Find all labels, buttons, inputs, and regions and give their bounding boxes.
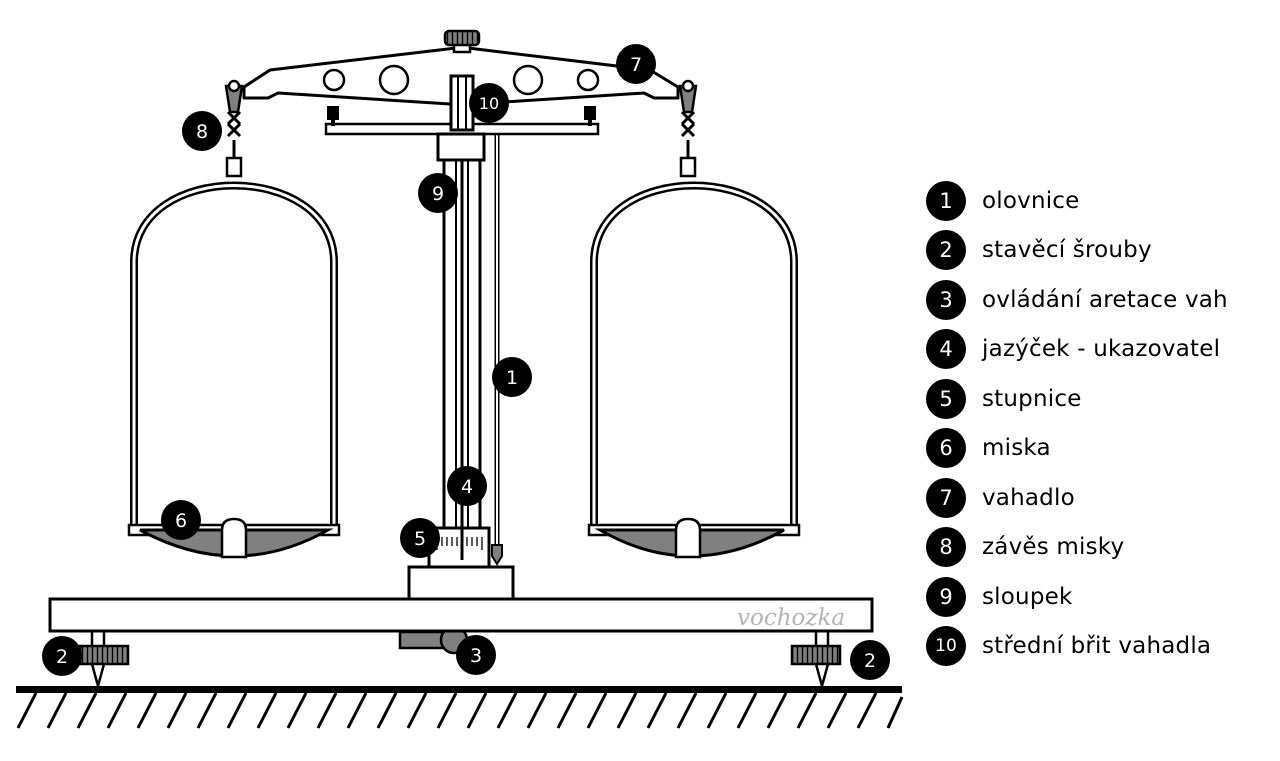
svg-text:2: 2 — [56, 646, 68, 668]
legend-item-3: 3 ovládání aretace vah — [926, 275, 1266, 325]
plumb-line — [491, 131, 503, 566]
legend-label: ovládání aretace vah — [982, 286, 1228, 313]
svg-text:10: 10 — [479, 94, 499, 113]
scale-base — [48, 597, 874, 633]
svg-text:4: 4 — [461, 476, 473, 498]
svg-text:2: 2 — [864, 650, 876, 672]
legend-item-10: 10 střední břit vahadla — [926, 622, 1266, 672]
legend-item-9: 9 sloupek — [926, 572, 1266, 622]
marker-2-right: 2 — [850, 640, 890, 680]
svg-text:8: 8 — [196, 121, 208, 143]
legend: 1 olovnice 2 stavěcí šrouby 3 ovládání a… — [926, 176, 1266, 671]
legend-number: 6 — [926, 428, 966, 469]
legend-number: 10 — [926, 626, 966, 667]
svg-text:5: 5 — [414, 528, 426, 550]
legend-label: stupnice — [982, 385, 1082, 412]
svg-text:6: 6 — [175, 510, 187, 532]
legend-item-7: 7 vahadlo — [926, 473, 1266, 523]
pan-suspension-right — [678, 79, 698, 178]
pan-hanger-left-frame — [130, 181, 338, 528]
svg-text:7: 7 — [630, 54, 642, 76]
marker-4: 4 — [447, 466, 487, 506]
marker-7: 7 — [616, 44, 656, 84]
marker-8: 8 — [182, 111, 222, 151]
balance-scale-diagram: vochozka — [16, 29, 904, 729]
legend-label: střední břit vahadla — [982, 633, 1212, 660]
marker-1: 1 — [492, 357, 532, 397]
svg-text:1: 1 — [506, 367, 518, 389]
marker-2-left: 2 — [42, 636, 82, 676]
leveling-screw-left — [78, 629, 130, 691]
marker-5: 5 — [400, 518, 440, 558]
legend-number: 2 — [926, 230, 966, 271]
legend-label: miska — [982, 435, 1051, 462]
marker-10: 10 — [469, 83, 509, 123]
legend-label: sloupek — [982, 583, 1073, 610]
ground — [16, 686, 904, 729]
legend-label: olovnice — [982, 187, 1080, 214]
svg-text:9: 9 — [432, 183, 444, 205]
legend-item-1: 1 olovnice — [926, 176, 1266, 226]
pan-left — [127, 517, 341, 559]
legend-item-4: 4 jazýček - ukazovatel — [926, 325, 1266, 375]
legend-item-6: 6 miska — [926, 424, 1266, 474]
legend-number: 7 — [926, 477, 966, 518]
svg-text:3: 3 — [470, 645, 482, 667]
legend-number: 3 — [926, 279, 966, 320]
pan-hanger-right-frame — [590, 181, 798, 528]
legend-item-5: 5 stupnice — [926, 374, 1266, 424]
legend-label: stavěcí šrouby — [982, 237, 1152, 264]
column-foot — [407, 565, 515, 601]
marker-6: 6 — [161, 500, 201, 540]
legend-number: 9 — [926, 576, 966, 617]
legend-item-8: 8 závěs misky — [926, 523, 1266, 573]
watermark: vochozka — [737, 605, 845, 631]
legend-number: 5 — [926, 378, 966, 419]
legend-number: 8 — [926, 527, 966, 568]
leveling-screw-right — [790, 629, 842, 691]
legend-number: 1 — [926, 180, 966, 221]
legend-item-2: 2 stavěcí šrouby — [926, 226, 1266, 276]
legend-number: 4 — [926, 329, 966, 370]
marker-3: 3 — [456, 635, 496, 675]
pan-suspension-left — [224, 79, 244, 178]
legend-label: vahadlo — [982, 484, 1075, 511]
marker-9: 9 — [418, 173, 458, 213]
pan-right — [587, 517, 801, 559]
legend-label: závěs misky — [982, 534, 1125, 561]
legend-label: jazýček - ukazovatel — [982, 336, 1221, 363]
